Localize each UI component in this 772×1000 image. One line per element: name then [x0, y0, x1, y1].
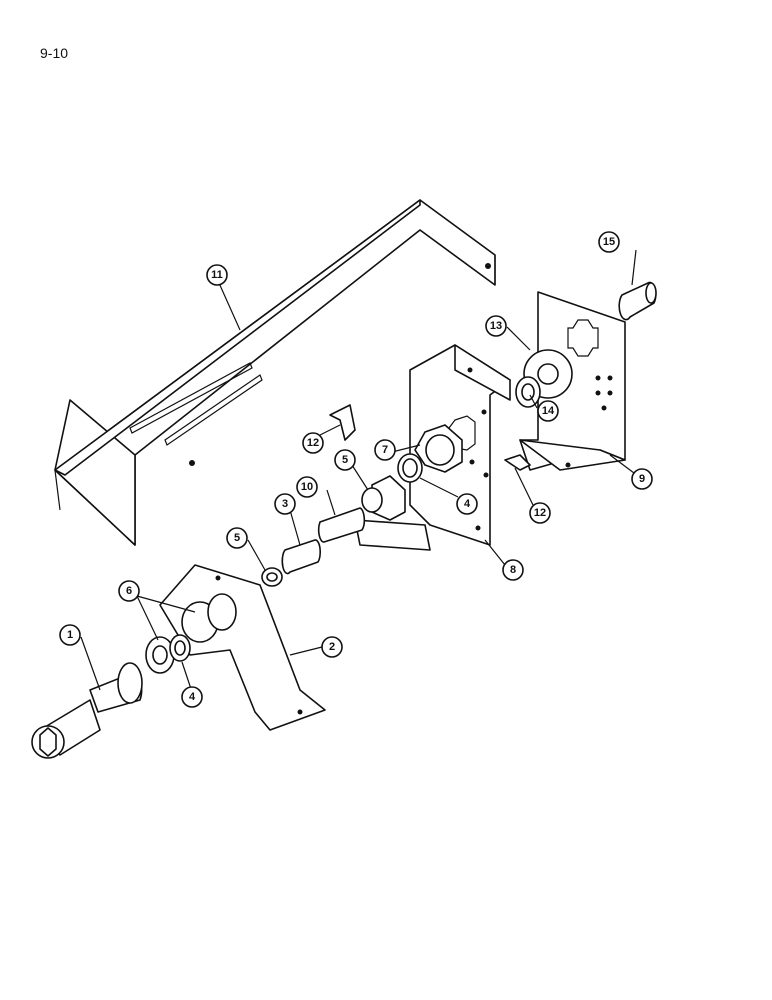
- plate-part-9: [519, 291, 626, 471]
- callout-13: 13: [485, 315, 507, 337]
- callout-6: 6: [118, 580, 140, 602]
- hub-part-14: [515, 376, 541, 408]
- shaft-part-10: [317, 507, 366, 543]
- driveshaft-part-1: [31, 662, 143, 759]
- bushing-part-15: [618, 281, 657, 321]
- callout-11: 11: [206, 264, 228, 286]
- callout-3-label: 3: [282, 498, 288, 510]
- callout-8: 8: [502, 559, 524, 581]
- callout-4-upper-label: 4: [464, 498, 471, 510]
- callout-12-left-label: 12: [307, 437, 319, 449]
- callout-14-label: 14: [542, 405, 555, 417]
- flange-part-6: [145, 636, 175, 674]
- callout-4-lower: 4: [181, 686, 203, 708]
- callout-5-upper-label: 5: [342, 454, 348, 466]
- collar-part-5-lower: [261, 567, 283, 587]
- cover-part-11: [54, 199, 496, 546]
- callout-12-right: 12: [529, 502, 551, 524]
- bearing-part-4-upper: [397, 453, 423, 483]
- callout-5-upper: 5: [334, 449, 356, 471]
- callout-15: 15: [598, 231, 620, 253]
- callout-10: 10: [296, 476, 318, 498]
- callout-7: 7: [374, 439, 396, 461]
- callout-9-label: 9: [639, 473, 645, 485]
- callout-8-label: 8: [510, 564, 516, 576]
- bearing-part-4-lower: [169, 634, 191, 662]
- callout-6-label: 6: [126, 585, 132, 597]
- bracket-part-2: [159, 564, 326, 731]
- callout-12-left: 12: [302, 432, 324, 454]
- leader-lines: [80, 249, 637, 693]
- clip-part-12-right: [504, 454, 531, 471]
- callout-9: 9: [631, 468, 653, 490]
- callout-10-label: 10: [301, 481, 313, 493]
- callout-2: 2: [321, 636, 343, 658]
- callout-4-lower-label: 4: [189, 691, 196, 703]
- callout-13-label: 13: [490, 320, 502, 332]
- callout-14: 14: [537, 400, 559, 422]
- callout-5-lower: 5: [226, 527, 248, 549]
- callout-12-right-label: 12: [534, 507, 546, 519]
- callout-5-lower-label: 5: [234, 532, 240, 544]
- flange-part-5-upper: [361, 475, 406, 521]
- flange-part-7: [414, 424, 463, 473]
- callout-4-upper: 4: [456, 493, 478, 515]
- callout-1-label: 1: [67, 629, 73, 641]
- callout-15-label: 15: [603, 236, 615, 248]
- callout-7-label: 7: [382, 444, 388, 456]
- page-label: 9-10: [40, 45, 69, 61]
- callout-1: 1: [59, 624, 81, 646]
- callout-3: 3: [274, 493, 296, 515]
- clip-part-12-left: [329, 404, 356, 441]
- callout-11-label: 11: [211, 269, 223, 281]
- callout-2-label: 2: [329, 641, 335, 653]
- shaft-part-3: [281, 539, 322, 575]
